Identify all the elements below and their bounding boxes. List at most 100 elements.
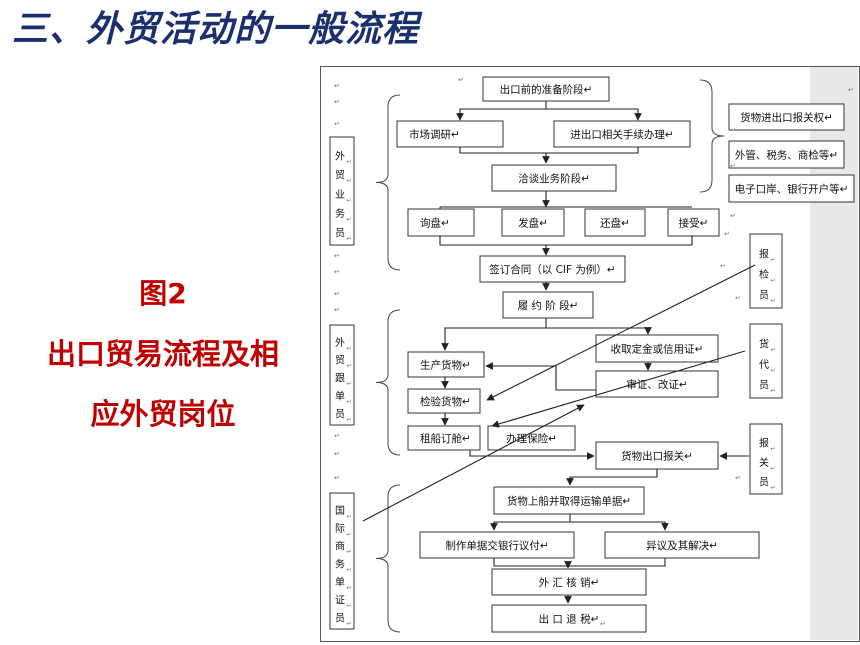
role-freight-agent-return-mark: ↵ (770, 347, 775, 354)
role-inspection-declarer-return-mark: ↵ (770, 298, 775, 305)
return-mark: ↵ (735, 294, 741, 302)
negotiation-stage-label: 洽谈业务阶段↵ (518, 172, 590, 185)
return-mark: ↵ (334, 252, 340, 260)
role-merchandiser-return-mark: ↵ (346, 398, 351, 405)
role-doc-clerk-return-mark: ↵ (346, 584, 351, 591)
role-salesperson-char: 员 (335, 227, 345, 239)
role-doc-clerk-return-mark: ↵ (346, 620, 351, 627)
arrow-prep-to-formalities (546, 108, 642, 121)
slide-title: 三、外贸活动的一般流程 (12, 9, 420, 50)
inquiry-label: 询盘↵ (420, 217, 450, 230)
role-merchandiser-return-mark: ↵ (346, 381, 351, 388)
role-doc-clerk-return-mark: ↵ (346, 602, 351, 609)
return-mark: ↵ (730, 212, 736, 220)
return-mark: ↵ (334, 432, 340, 440)
role-doc-clerk-return-mark: ↵ (346, 549, 351, 556)
figure-caption-line2: 应外贸岗位 (90, 397, 236, 431)
role-doc-clerk-char: 务 (335, 558, 345, 571)
role-freight-agent-char: 货 (759, 338, 769, 351)
export-formalities-box (553, 120, 691, 148)
export-formalities-label: 进出口相关手续办理↵ (570, 128, 673, 141)
return-mark: ↵ (724, 230, 730, 238)
role-inspection-declarer-char: 检 (759, 268, 769, 281)
role-doc-clerk-char: 际 (335, 523, 345, 535)
counter-offer-box (584, 208, 646, 237)
role-inspection-declarer-char: 员 (759, 290, 769, 302)
brace-merchandiser (375, 309, 401, 456)
role-salesperson-return-mark: ↵ (346, 216, 351, 223)
role-salesperson-char: 业 (335, 189, 345, 201)
collect-deposit-label: 收取定金或信用证↵ (611, 343, 704, 356)
arrow-to-documents (490, 514, 571, 531)
role-merchandiser-char: 外 (335, 337, 345, 349)
role-salesperson-return-mark: ↵ (346, 158, 351, 165)
role-customs-declarer-char: 员 (759, 476, 769, 488)
link-inspector-to-inspect (486, 264, 756, 401)
performance-stage-box (502, 291, 594, 319)
role-merchandiser-char: 单 (335, 390, 345, 402)
role-doc-clerk-char: 员 (335, 612, 345, 624)
prep-stage-box (482, 76, 610, 102)
role-merchandiser-char: 跟 (335, 373, 345, 385)
arrow-to-produce (441, 318, 547, 351)
note-import-export-right-label: 货物进出口报关权↵ (740, 111, 833, 124)
role-customs-declarer-char: 关 (759, 456, 769, 469)
note-import-export-right-box (728, 103, 845, 131)
role-doc-clerk-return-mark: ↵ (346, 567, 351, 574)
book-shipping-box (407, 425, 481, 451)
inspect-goods-label: 检验货物↵ (420, 395, 471, 408)
return-mark: ↵ (730, 162, 736, 170)
offer-box (501, 208, 565, 237)
return-mark: ↵ (334, 268, 340, 276)
arrow-to-deposit (546, 327, 652, 335)
arrow-to-fx (564, 558, 666, 569)
role-freight-agent-return-mark: ↵ (770, 367, 775, 374)
produce-goods-box (407, 351, 485, 378)
role-merchandiser-box (329, 324, 355, 426)
inspect-goods-box (407, 388, 481, 414)
role-customs-declarer-return-mark: ↵ (770, 484, 775, 491)
role-merchandiser-return-mark: ↵ (346, 416, 351, 423)
role-salesperson-char: 务 (335, 207, 345, 220)
insurance-box (487, 425, 576, 451)
counter-offer-label: 还盘↵ (600, 217, 630, 230)
note-agencies-box (728, 140, 845, 169)
role-salesperson-return-mark: ↵ (346, 235, 351, 242)
tax-refund-label: 出 口 退 税↵ (539, 613, 600, 626)
note-eport-bank-box (728, 174, 855, 203)
arrow-to-loading (566, 469, 658, 486)
sign-contract-box (479, 255, 626, 283)
collect-deposit-box (595, 334, 719, 363)
make-documents-box (419, 531, 575, 559)
negotiation-stage-box (491, 164, 617, 192)
line-negotiation-join (439, 236, 693, 246)
produce-goods-label: 生产货物↵ (420, 359, 471, 372)
return-mark: ↵ (735, 474, 741, 482)
role-freight-agent-char: 代 (759, 359, 769, 371)
arrow-prep-to-research (456, 101, 547, 121)
line-docs-merge (493, 558, 568, 567)
link-agent-to-booking (491, 350, 746, 428)
role-inspection-declarer-char: 报 (759, 248, 769, 261)
role-inspection-declarer-box (749, 233, 783, 309)
role-customs-declarer-box (749, 423, 783, 495)
loading-docs-box (493, 486, 645, 515)
role-salesperson-box (329, 136, 355, 246)
return-mark: ↵ (600, 620, 606, 628)
role-freight-agent-box (749, 323, 783, 399)
return-mark: ↵ (334, 82, 340, 90)
return-mark: ↵ (334, 120, 340, 128)
arrow-verify-to-produce (485, 362, 596, 391)
market-research-box (396, 120, 504, 148)
verify-lc-box (595, 370, 719, 398)
brace-salesperson (375, 94, 401, 271)
verify-lc-label: 审证、改证↵ (626, 378, 687, 391)
role-merchandiser-char: 员 (335, 408, 345, 420)
return-mark: ↵ (720, 262, 726, 270)
role-doc-clerk-return-mark: ↵ (346, 531, 351, 538)
role-salesperson-char: 外 (335, 150, 345, 162)
role-freight-agent-char: 员 (759, 380, 769, 392)
role-doc-clerk-return-mark: ↵ (346, 513, 351, 520)
return-mark: ↵ (334, 98, 340, 106)
